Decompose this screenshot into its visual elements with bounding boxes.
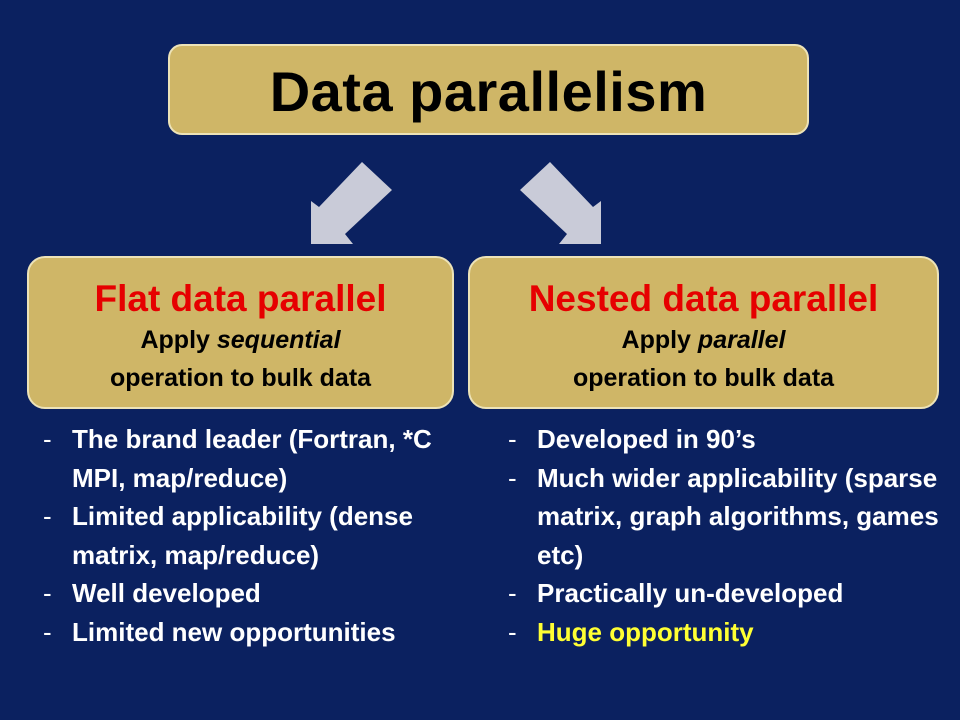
arrow-left-down: [311, 162, 392, 244]
flat-line-1: Apply sequential: [29, 321, 452, 359]
nested-data-parallel-box: Nested data parallel Apply parallel oper…: [468, 256, 939, 409]
bullet-dash: -: [43, 424, 52, 454]
bullet-dash: -: [508, 462, 517, 493]
flat-line-2: operation to bulk data: [109, 364, 372, 392]
list-item-text: Limited new opportunities: [72, 616, 396, 647]
bullet-dash: -: [43, 616, 52, 647]
list-item-text: Limited applicability (dense matrix, map…: [72, 501, 413, 570]
nested-line-1: Apply parallel: [470, 321, 937, 359]
bullet-dash: -: [508, 424, 517, 454]
bullet-dash: -: [508, 578, 517, 608]
bullet-dash: -: [508, 616, 517, 647]
list-item-text: Developed in 90’s: [537, 424, 756, 454]
list-item-text: Much wider applicability (sparse matrix,…: [537, 462, 939, 570]
arrow-right-down: [520, 162, 601, 244]
flat-data-parallel-box: Flat data parallel Apply sequential oper…: [27, 256, 454, 409]
nested-line-1-prefix: Apply: [621, 326, 698, 354]
list-item-text: Practically un-developed: [537, 578, 844, 608]
list-item: -Limited applicability (dense matrix, ma…: [43, 497, 483, 574]
nested-line-2: operation to bulk data: [572, 364, 835, 392]
flat-heading: Flat data parallel: [94, 278, 387, 319]
flat-line-1-emph: sequential: [216, 326, 341, 354]
nested-line-1-emph: parallel: [697, 326, 786, 354]
slide-title: Data parallelism: [269, 60, 708, 123]
nested-heading: Nested data parallel: [528, 278, 879, 319]
title-box: Data parallelism: [168, 44, 809, 135]
list-item: -Well developed: [43, 574, 483, 613]
bullet-dash: -: [43, 578, 52, 608]
list-item: -Practically un-developed: [508, 574, 948, 613]
bullet-dash: -: [43, 501, 52, 531]
list-item-text-highlight: Huge opportunity: [537, 616, 754, 647]
list-item: -Developed in 90’s: [508, 420, 948, 459]
flat-line-1-prefix: Apply: [140, 326, 217, 354]
list-item: -The brand leader (Fortran, *C MPI, map/…: [43, 420, 483, 497]
list-item: -Huge opportunity: [508, 613, 948, 652]
list-item-text: Well developed: [72, 578, 261, 608]
nested-bullet-list: -Developed in 90’s -Much wider applicabi…: [508, 420, 948, 651]
list-item-text: The brand leader (Fortran, *C MPI, map/r…: [72, 424, 432, 493]
list-item: -Limited new opportunities: [43, 613, 483, 652]
flat-bullet-list: -The brand leader (Fortran, *C MPI, map/…: [43, 420, 483, 651]
list-item: -Much wider applicability (sparse matrix…: [508, 459, 948, 575]
